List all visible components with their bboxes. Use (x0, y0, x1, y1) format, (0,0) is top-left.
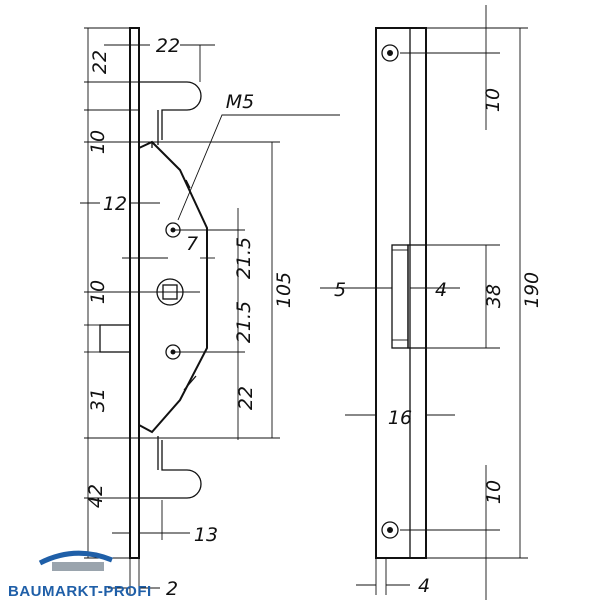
mount-hole-bottom (381, 521, 399, 539)
lower-hook (139, 440, 202, 499)
dim-4-mid: 4 (435, 279, 447, 301)
dim-16: 16 (388, 407, 412, 429)
latch-bolt (99, 324, 131, 353)
dim-2: 2 (166, 578, 178, 600)
mount-hole-top (381, 44, 399, 62)
dim-21-5-lower: 21.5 (233, 301, 255, 343)
dim-13: 13 (194, 524, 218, 546)
logo-swoosh-icon (38, 550, 113, 566)
m5-leader (177, 114, 340, 221)
right-view: 10 5 4 38 190 16 10 4 (320, 5, 543, 600)
label-m5: M5 (226, 91, 254, 113)
dim-21-5-upper: 21.5 (233, 237, 255, 279)
dim-31: 31 (87, 388, 109, 412)
dim-10-right-top: 10 (482, 88, 504, 112)
logo-text: BAUMARKT-PROFI (8, 583, 152, 600)
dim-42: 42 (85, 484, 107, 508)
dim-22-top: 22 (89, 50, 111, 74)
latch-opening (391, 244, 409, 349)
dim-10-right-bottom: 10 (483, 480, 505, 504)
faceplate-front (375, 27, 427, 559)
upper-hook (139, 81, 202, 140)
faceplate-side (129, 27, 140, 559)
logo-bar-icon (52, 562, 104, 571)
dim-190: 190 (521, 272, 543, 308)
dim-12: 12 (103, 193, 127, 215)
left-view: 22 22 10 M5 12 7 21.5 21.5 105 10 31 22 … (80, 27, 340, 600)
dim-10-mid: 10 (87, 280, 109, 304)
dim-4-bottom: 4 (418, 575, 430, 597)
dim-22-width: 22 (156, 35, 180, 57)
dim-10-left: 10 (87, 130, 109, 154)
dim-105: 105 (273, 272, 295, 308)
dim-22-lower: 22 (235, 386, 257, 410)
dim-5: 5 (334, 279, 346, 301)
dim-38: 38 (483, 284, 505, 308)
brand-logo: BAUMARKT-PROFI (8, 550, 152, 600)
lock-case (138, 140, 208, 434)
dim-7: 7 (186, 233, 198, 255)
